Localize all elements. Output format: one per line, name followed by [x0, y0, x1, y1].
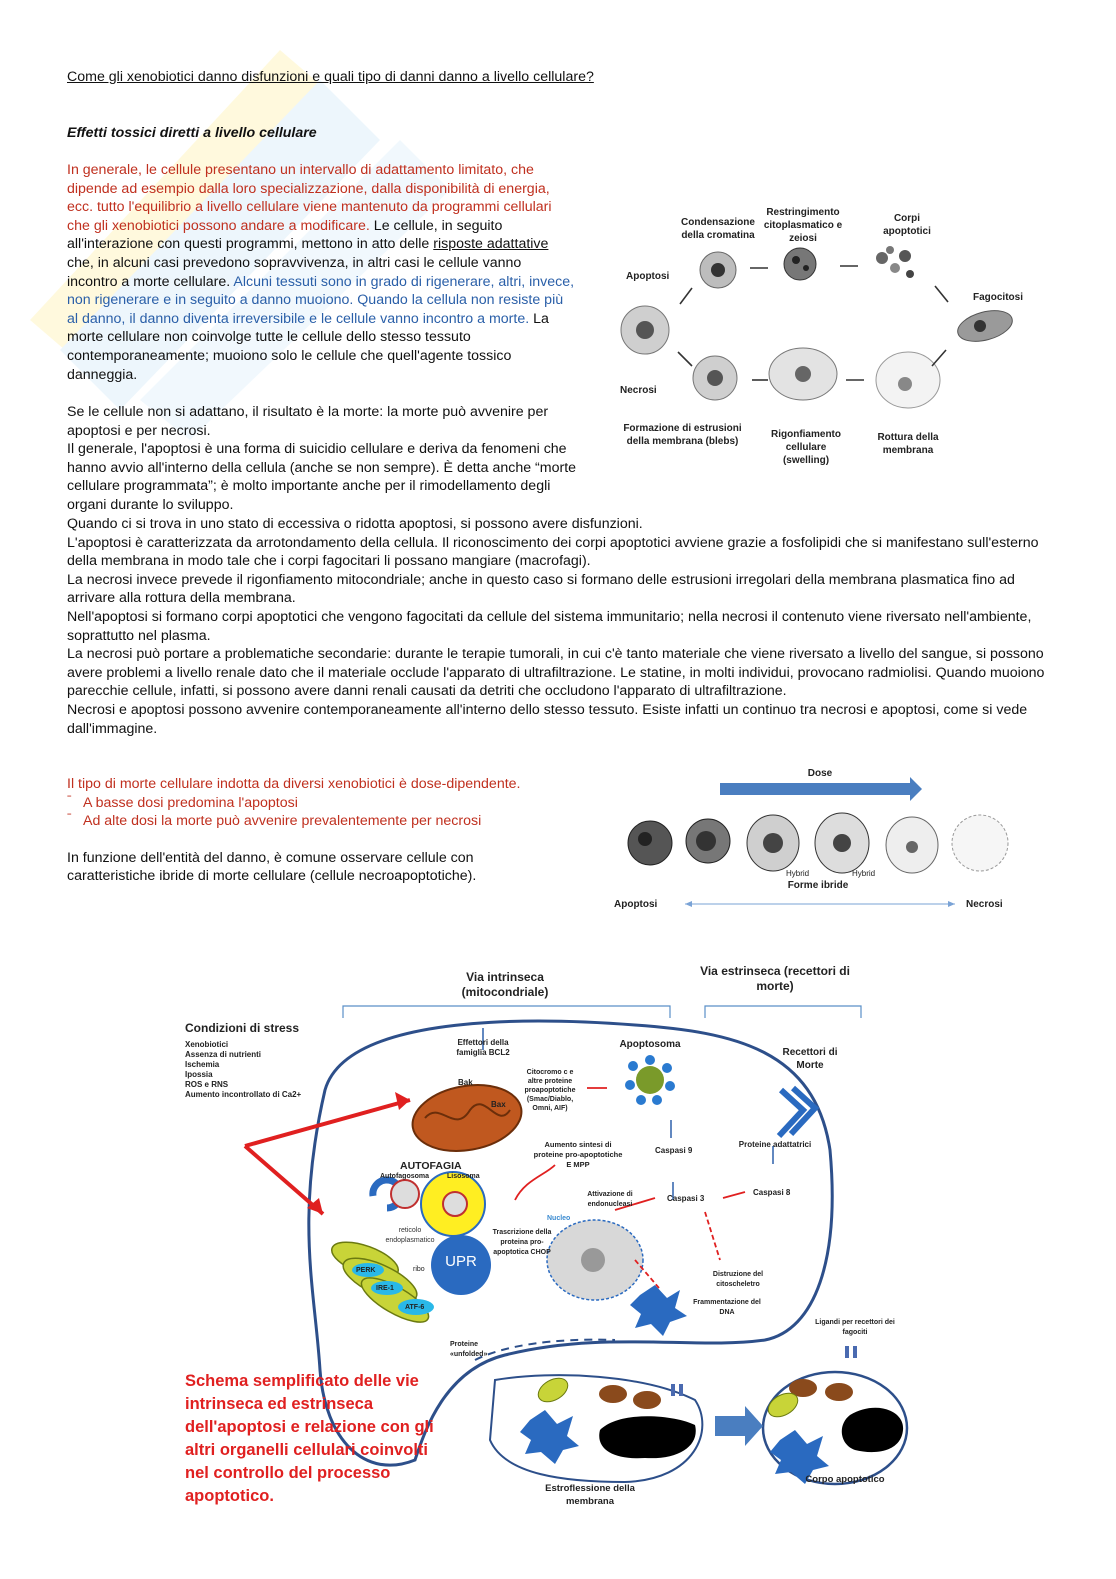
stress-item: Xenobiotici: [185, 1040, 229, 1049]
label-distruzione-citoscheletro: Distruzione del citoscheletro: [712, 1271, 764, 1288]
necrosis-paragraphs: Quando ci si trova in uno stato di ecces…: [67, 515, 1052, 738]
figure-2-graphics: [627, 777, 1009, 907]
page-heading: Come gli xenobiotici danno disfunzioni e…: [67, 69, 594, 85]
figure-apoptosis-pathways: Via intrinseca (mitocondriale) Via estri…: [175, 960, 915, 1520]
figure-dose-continuum: Dose Hybrid Hybrid Forme ibride Apoptosi…: [610, 765, 1040, 915]
dose-section: Il tipo di morte cellulare indotta da di…: [67, 775, 587, 886]
label-via-intrinseca: Via intrinseca (mitocondriale): [461, 970, 549, 999]
label-forme-ibride: Forme ibride: [787, 880, 849, 891]
label-caspasi-9: Caspasi 9: [655, 1146, 693, 1155]
apoptosis-line-2: Il generale, l'apoptosi è una forma di s…: [67, 441, 577, 513]
section-title: Effetti tossici diretti a livello cellul…: [67, 125, 317, 141]
intro-paragraph: In generale, le cellule presentano un in…: [67, 161, 575, 384]
label-recettori-morte: Recettori di Morte: [782, 1047, 838, 1071]
label-necrosi-axis: Necrosi: [966, 899, 1003, 910]
apoptosis-paragraph: Se le cellule non si adattano, il risult…: [67, 403, 577, 515]
label-proteine-adattatrici: Proteine adattatrici: [738, 1140, 812, 1149]
bullet-high-dose: Ad alte dosi la morte può avvenire preva…: [67, 810, 587, 831]
label-condizioni-stress: Condizioni di stress: [185, 1021, 300, 1035]
label-ligandi: Ligandi per recettori dei fagociti: [815, 1319, 895, 1336]
dose-red-line: Il tipo di morte cellulare indotta da di…: [67, 776, 521, 792]
label-hybrid-1: Hybrid: [786, 869, 810, 878]
stress-item: Ischemia: [185, 1060, 220, 1069]
intro-underlined-text: risposte adattative: [433, 236, 549, 253]
stress-item: Ipossia: [185, 1070, 213, 1079]
label-proteine-unfolded: Proteine «unfolded»: [450, 1341, 488, 1358]
label-condensazione: Condensazione della cromatina: [681, 217, 755, 241]
body-line-5: La necrosi può portare a problematiche s…: [67, 646, 1045, 700]
figure-apoptosis-necrosis: Condensazione della cromatina Restringim…: [600, 198, 1040, 473]
apoptosis-line-1: Se le cellule non si adattano, il risult…: [67, 404, 549, 439]
label-bak: Bak: [458, 1078, 473, 1087]
label-apoptosi: Apoptosi: [626, 271, 670, 282]
label-ire1: IRE-1: [376, 1285, 394, 1292]
bullet-low-dose: A basse dosi predomina l'apoptosi: [67, 792, 587, 813]
label-autofagia: AUTOFAGIA: [400, 1160, 462, 1172]
body-line-1: Quando ci si trova in uno stato di ecces…: [67, 516, 643, 532]
intro-blue-text: Alcuni tessuti sono in grado di rigenera…: [67, 273, 575, 327]
body-line-2: L'apoptosi è caratterizzata da arrotonda…: [67, 534, 1039, 570]
label-hybrid-2: Hybrid: [852, 869, 876, 878]
label-dose: Dose: [807, 768, 833, 779]
body-line-4: Nell'apoptosi si formano corpi apoptotic…: [67, 608, 1032, 644]
label-perk: PERK: [356, 1267, 376, 1274]
label-citocromo: Citocromo c e altre proteine proapoptoti…: [524, 1069, 576, 1112]
label-apoptosi-axis: Apoptosi: [614, 899, 658, 910]
label-bax: Bax: [491, 1100, 506, 1109]
label-rigonfiamento: Rigonfiamento cellulare (swelling): [771, 429, 841, 466]
label-nucleo: Nucleo: [547, 1215, 571, 1222]
intro-black-text-2: che, in alcuni casi prevedono sopravvive…: [67, 254, 522, 290]
stress-list: Xenobiotici Assenza di nutrienti Ischemi…: [185, 1040, 315, 1100]
label-restringimento: Restringimento citoplasmatico e zeiosi: [763, 207, 843, 244]
label-necrosi: Necrosi: [620, 385, 657, 396]
label-formazione-blebs: Formazione di estrusioni della membrana …: [623, 423, 742, 447]
intro-black-text-3: La morte cellulare non coinvolge tutte l…: [67, 310, 549, 383]
label-via-estrinseca: Via estrinseca (recettori di morte): [700, 964, 850, 993]
stress-item: Assenza di nutrienti: [185, 1050, 262, 1059]
figure-1-graphics: [620, 246, 1013, 409]
label-aumento-sintesi: Aumento sintesi di proteine pro-apoptoti…: [533, 1140, 623, 1169]
label-apoptosoma: Apoptosoma: [619, 1039, 681, 1050]
label-autofagosoma: Autofagosoma: [380, 1173, 429, 1180]
label-rottura: Rottura della membrana: [877, 432, 939, 456]
label-corpi-apoptotici: Corpi apoptotici: [883, 213, 931, 237]
label-estroflessione: Estroflessione della membrana: [545, 1483, 635, 1507]
label-reticolo: reticolo endoplasmatico: [385, 1227, 435, 1244]
label-ribo: ribo: [413, 1266, 425, 1273]
body-line-6: Necrosi e apoptosi possono avvenire cont…: [67, 701, 1028, 737]
label-upr: UPR: [445, 1253, 477, 1270]
label-lisosoma: Lisosoma: [447, 1173, 480, 1180]
figure-3-graphics: [243, 1005, 909, 1486]
stress-item: ROS e RNS: [185, 1080, 229, 1089]
label-effettori: Effettori della famiglia BCL2: [456, 1038, 510, 1057]
label-frammentazione-dna: Frammentazione del DNA: [693, 1299, 761, 1316]
label-caspasi-3: Caspasi 3: [667, 1194, 705, 1203]
label-atf6: ATF-6: [405, 1304, 425, 1311]
body-line-3: La necrosi invece prevede il rigonfiamen…: [67, 571, 1015, 607]
intro-red-text: In generale, le cellule presentano un in…: [67, 162, 552, 234]
label-trascrizione-chop: Trascrizione della proteina pro-apoptoti…: [492, 1229, 552, 1256]
dose-bullets: A basse dosi predomina l'apoptosi Ad alt…: [67, 792, 587, 831]
label-caspasi-8: Caspasi 8: [753, 1188, 791, 1197]
hybrid-paragraph: In funzione dell'entità del danno, è com…: [67, 849, 477, 885]
label-corpo-apoptotico: Corpo apoptotico: [805, 1474, 885, 1485]
label-attivazione-endonucleasi: Attivazione di endonucleasi: [587, 1191, 633, 1208]
stress-item: Aumento incontrollato di Ca2+: [185, 1090, 302, 1099]
figure-caption: Schema semplificato delle vie intrinseca…: [185, 1372, 434, 1505]
intro-black-text-1: Le cellule, in seguito all'interazione c…: [67, 217, 503, 253]
label-fagocitosi: Fagocitosi: [972, 292, 1023, 303]
